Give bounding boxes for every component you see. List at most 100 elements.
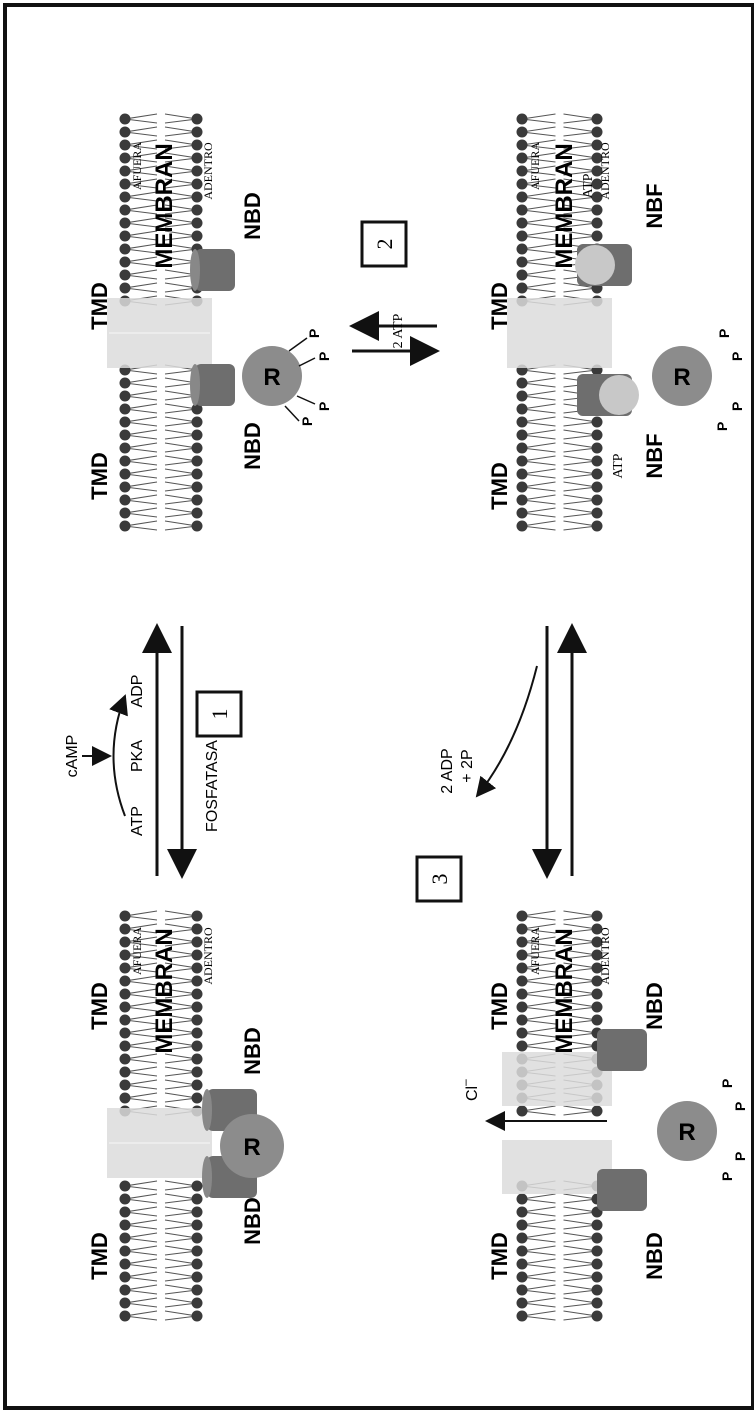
lipid-head <box>517 179 528 190</box>
afuera-label-a: AFUERA <box>130 927 144 975</box>
lipid-head <box>120 192 131 203</box>
lipid-head <box>192 1028 203 1039</box>
lipid-head <box>120 976 131 987</box>
lipid-head <box>120 521 131 532</box>
lipid-head <box>192 911 203 922</box>
lipid-head <box>192 205 203 216</box>
lipid-tail <box>522 521 597 530</box>
svg-text:P: P <box>729 402 745 411</box>
svg-text:MEMBRAN: MEMBRAN <box>551 928 578 1053</box>
lipid-head <box>192 430 203 441</box>
svg-text:P: P <box>719 1172 735 1181</box>
lipid-head <box>120 179 131 190</box>
lipid-head <box>192 1015 203 1026</box>
lipid-head <box>120 1220 131 1231</box>
svg-text:TMD: TMD <box>87 452 112 500</box>
lipid-head <box>517 257 528 268</box>
lipid-head <box>517 1220 528 1231</box>
svg-text:P: P <box>729 352 745 361</box>
nbd-left-d <box>597 1169 647 1211</box>
lipid-bilayer <box>517 1181 603 1322</box>
lipid-head <box>592 482 603 493</box>
svg-text:TMD: TMD <box>487 1232 512 1280</box>
lipid-tail <box>125 1311 197 1320</box>
lipid-head <box>120 205 131 216</box>
lipid-head <box>120 482 131 493</box>
lipid-head <box>120 1015 131 1026</box>
lipid-head <box>120 963 131 974</box>
lipid-tail <box>522 1311 597 1320</box>
cftr-diagram: R TMD TMD NBD NBD MEMBRAN AFUERA ADENTRO… <box>7 7 751 1406</box>
lipid-head <box>517 482 528 493</box>
lipid-head <box>120 950 131 961</box>
transition-1: cAMP ATP PKA ADP FOSFATASA 1 <box>64 626 241 876</box>
lipid-head <box>192 1207 203 1218</box>
lipid-head <box>192 1298 203 1309</box>
lipid-head <box>120 1028 131 1039</box>
lipid-head <box>517 495 528 506</box>
lipid-head <box>592 1311 603 1322</box>
lipid-head <box>592 508 603 519</box>
svg-text:P: P <box>714 422 730 431</box>
lipid-head <box>192 521 203 532</box>
lipid-tail <box>125 283 197 292</box>
lipid-head <box>120 231 131 242</box>
lipid-head <box>120 456 131 467</box>
lipid-tail <box>125 1194 197 1203</box>
lipid-tail <box>125 482 197 491</box>
lipid-head <box>592 430 603 441</box>
camp-label: cAMP <box>64 735 81 778</box>
svg-text:NBF: NBF <box>642 433 667 478</box>
lipid-head <box>192 1285 203 1296</box>
lipid-head <box>120 218 131 229</box>
svg-text:AFUERA: AFUERA <box>528 142 542 190</box>
lipid-head <box>120 1207 131 1218</box>
panel-phosphorylated: R P P P P TMD TMD NBD NBD MEMBRAN <box>87 114 332 532</box>
lipid-head <box>192 495 203 506</box>
lipid-head <box>120 391 131 402</box>
lipid-head <box>517 1015 528 1026</box>
lipid-head <box>592 417 603 428</box>
lipid-head <box>192 508 203 519</box>
svg-text:MEMBRAN: MEMBRAN <box>551 143 578 268</box>
lipid-tail <box>125 1181 197 1190</box>
lipid-head <box>120 1246 131 1257</box>
lipid-tail <box>522 469 597 478</box>
chloride-label: Cl– <box>458 1079 481 1101</box>
lipid-head <box>120 1233 131 1244</box>
nbd-right-b <box>190 249 235 291</box>
figure-stage: R TMD TMD NBD NBD MEMBRAN AFUERA ADENTRO… <box>7 7 751 1406</box>
lipid-tail <box>125 1093 197 1102</box>
lipid-head <box>192 469 203 480</box>
svg-text:AFUERA: AFUERA <box>130 142 144 190</box>
svg-text:P: P <box>719 1079 735 1088</box>
lipid-head <box>592 456 603 467</box>
svg-text:ATP: ATP <box>611 453 626 478</box>
lipid-head <box>517 1285 528 1296</box>
svg-text:TMD: TMD <box>87 282 112 330</box>
lipid-tail <box>125 443 197 452</box>
lipid-head <box>517 469 528 480</box>
lipid-head <box>517 950 528 961</box>
lipid-head <box>517 205 528 216</box>
lipid-tail <box>522 1106 597 1115</box>
lipid-tail <box>125 1259 197 1268</box>
lipid-tail <box>125 114 197 123</box>
lipid-tail <box>522 1272 597 1281</box>
lipid-head <box>120 430 131 441</box>
lipid-tail <box>125 1207 197 1216</box>
lipid-head <box>517 989 528 1000</box>
lipid-tail <box>125 1298 197 1307</box>
lipid-head <box>192 1259 203 1270</box>
svg-text:ADENTRO: ADENTRO <box>201 142 215 200</box>
lipid-head <box>120 114 131 125</box>
svg-text:TMD: TMD <box>487 462 512 510</box>
panel-atp-bound: R P P P P TMD TMD NBF NBF ATP ATP MEMBRA… <box>487 114 745 532</box>
lipid-head <box>517 140 528 151</box>
lipid-head <box>592 1233 603 1244</box>
nbf-right-c <box>575 244 632 286</box>
atp-label-1: ATP <box>129 806 146 836</box>
lipid-head <box>517 1311 528 1322</box>
lipid-head <box>592 1272 603 1283</box>
lipid-head <box>120 283 131 294</box>
